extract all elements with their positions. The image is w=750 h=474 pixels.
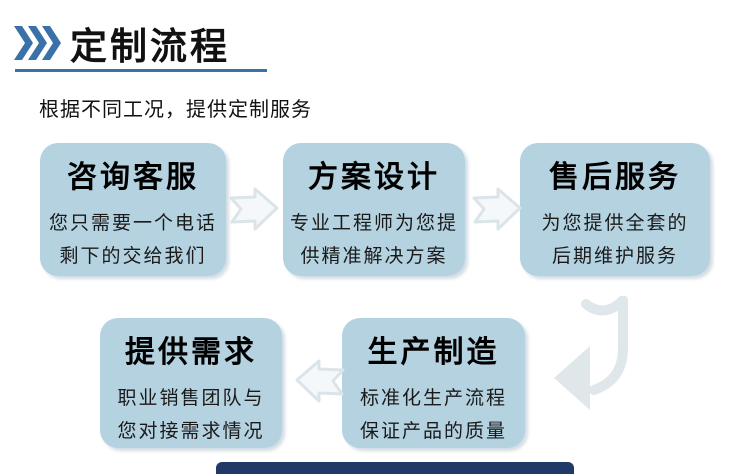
step-desc-line1: 为您提供全套的 (541, 213, 689, 234)
next-section-header-bar (216, 462, 574, 474)
step-title: 方案设计 (308, 161, 440, 194)
step-title: 咨询客服 (67, 161, 199, 194)
step-description: 您只需要一个电话 剩下的交给我们 (49, 207, 217, 273)
step-desc-line2: 您对接需求情况 (117, 421, 265, 442)
title-underline (15, 69, 267, 72)
arrow-right-icon (472, 187, 522, 231)
arrow-right-icon (229, 187, 279, 231)
step-box-production: 生产制造 标准化生产流程 保证产品的质量 (342, 318, 525, 448)
arrow-left-icon (295, 359, 345, 403)
step-desc-line2: 供精准解决方案 (300, 246, 448, 267)
step-desc-line1: 您只需要一个电话 (48, 213, 217, 234)
page-title: 定制流程 (70, 26, 230, 67)
step-desc-line1: 专业工程师为您提 (289, 213, 458, 234)
triple-chevron-icon (14, 26, 61, 60)
step-box-consult: 咨询客服 您只需要一个电话 剩下的交给我们 (40, 143, 226, 276)
arrow-down-left-bent-icon (554, 296, 628, 410)
section-subtitle: 根据不同工况，提供定制服务 (39, 99, 312, 121)
step-title: 售后服务 (549, 161, 681, 194)
step-title: 提供需求 (125, 336, 257, 369)
step-description: 标准化生产流程 保证产品的质量 (360, 382, 507, 448)
step-description: 为您提供全套的 后期维护服务 (541, 207, 688, 273)
step-desc-line2: 后期维护服务 (551, 246, 678, 267)
step-desc-line1: 标准化生产流程 (359, 388, 507, 409)
step-desc-line2: 剩下的交给我们 (59, 246, 207, 267)
step-desc-line2: 保证产品的质量 (359, 421, 507, 442)
step-description: 专业工程师为您提 供精准解决方案 (290, 207, 458, 273)
step-desc-line1: 职业销售团队与 (117, 388, 265, 409)
step-box-requirements: 提供需求 职业销售团队与 您对接需求情况 (100, 318, 282, 448)
step-description: 职业销售团队与 您对接需求情况 (117, 382, 264, 448)
step-box-aftersales: 售后服务 为您提供全套的 后期维护服务 (520, 143, 710, 276)
step-box-design: 方案设计 专业工程师为您提 供精准解决方案 (283, 143, 465, 276)
step-title: 生产制造 (367, 336, 500, 369)
